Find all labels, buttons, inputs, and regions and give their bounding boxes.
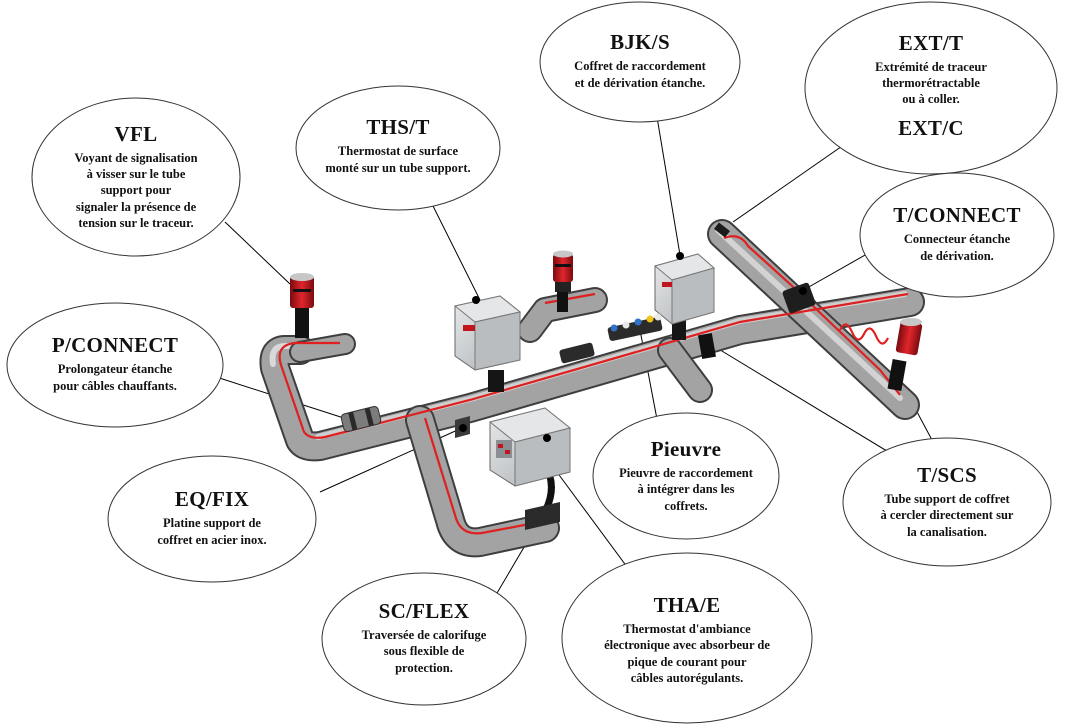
ellipse-bjk — [539, 1, 741, 123]
ellipse-tscs — [842, 437, 1052, 567]
callout-title: VFL — [114, 121, 158, 146]
callout-eqfix: EQ/FIX Platine support de coffret en aci… — [112, 474, 312, 562]
callout-ellipses — [6, 1, 1058, 724]
callout-title: THA/E — [653, 592, 721, 617]
ths-box — [453, 295, 522, 392]
callout-bjk: BJK/S Coffret de raccordement et de déri… — [544, 16, 736, 106]
callout-description: Pieuvre de raccordement à intégrer dans … — [619, 466, 753, 513]
callout-description: Traversée de calorifuge sous flexible de… — [361, 628, 487, 675]
callout-description: Extrémité de traceur thermorétractable o… — [875, 59, 987, 107]
ext-end — [714, 222, 730, 238]
leader-ext — [732, 134, 859, 223]
callout-description: Tube support de coffret à cercler direct… — [880, 492, 1014, 539]
vfl-lamp-right — [887, 318, 923, 391]
callout-description: Platine support de coffret en acier inox… — [157, 516, 267, 547]
callout-description: Prolongateur étanche pour câbles chauffa… — [53, 362, 177, 393]
leader-bjk — [654, 104, 681, 256]
pconnect-splice — [340, 406, 382, 432]
callout-title: T/SCS — [917, 463, 977, 488]
ellipse-vfl — [31, 97, 241, 257]
ellipse-scflex — [321, 572, 527, 706]
callout-description: Thermostat d'ambiance électronique avec … — [604, 622, 770, 685]
ellipse-thae — [561, 552, 813, 724]
inline-sensor — [559, 342, 595, 364]
callout-title: T/CONNECT — [893, 203, 1021, 228]
callout-tconnect: T/CONNECT Connecteur étanche de dérivati… — [864, 192, 1050, 276]
callout-title: EXT/T — [898, 30, 964, 55]
heating-cable — [278, 235, 909, 535]
callout-description: Thermostat de surface monté sur un tube … — [325, 144, 471, 175]
callout-title: P/CONNECT — [51, 333, 179, 358]
leader-tscs-2 — [711, 344, 911, 466]
callout-description: Coffret de raccordement et de dérivation… — [574, 59, 706, 90]
tscs-support — [698, 332, 716, 360]
callout-description: Connecteur étanche de dérivation. — [903, 232, 1011, 263]
leader-vfl — [224, 221, 291, 285]
pipe-network — [259, 219, 925, 558]
callout-title: EQ/FIX — [174, 487, 250, 512]
ellipse-eqfix — [107, 455, 317, 583]
vfl-lamp-left — [290, 273, 314, 338]
ellipse-ths — [295, 85, 501, 211]
callout-title-secondary: EXT/C — [898, 116, 964, 141]
callout-ext: EXT/T Extrémité de traceur thermorétract… — [818, 16, 1044, 156]
callout-pconnect: P/CONNECT Prolongateur étanche pour câbl… — [12, 320, 218, 408]
callout-pieuvre: Pieuvre Pieuvre de raccordement à intégr… — [596, 424, 776, 528]
callout-vfl: VFL Voyant de signalisation à visser sur… — [36, 104, 236, 250]
scflex-clamp — [525, 502, 560, 530]
ellipse-pieuvre — [592, 412, 780, 540]
eqfix-bracket — [455, 416, 470, 438]
callout-tscs: T/SCS Tube support de coffret à cercler … — [846, 450, 1048, 554]
bjk-box — [653, 252, 716, 340]
ellipse-tconnect — [859, 172, 1055, 298]
callout-thae: THA/E Thermostat d'ambiance électronique… — [566, 576, 808, 704]
tconnect-junction — [782, 282, 816, 314]
callout-title: Pieuvre — [650, 437, 722, 462]
callout-ths: THS/T Thermostat de surface monté sur un… — [300, 100, 496, 192]
callout-title: BJK/S — [610, 30, 670, 55]
callout-description: Voyant de signalisation à visser sur le … — [74, 150, 198, 230]
callout-scflex: SC/FLEX Traversée de calorifuge sous fle… — [326, 584, 522, 692]
leader-ths — [429, 199, 481, 301]
pieuvre-connector — [607, 313, 663, 341]
vfl-lamp-center — [553, 250, 573, 312]
thae-box — [488, 407, 572, 522]
ellipse-pconnect — [6, 302, 224, 428]
ellipse-ext — [804, 1, 1058, 175]
callout-title: SC/FLEX — [378, 599, 470, 624]
callout-title: THS/T — [366, 115, 430, 140]
